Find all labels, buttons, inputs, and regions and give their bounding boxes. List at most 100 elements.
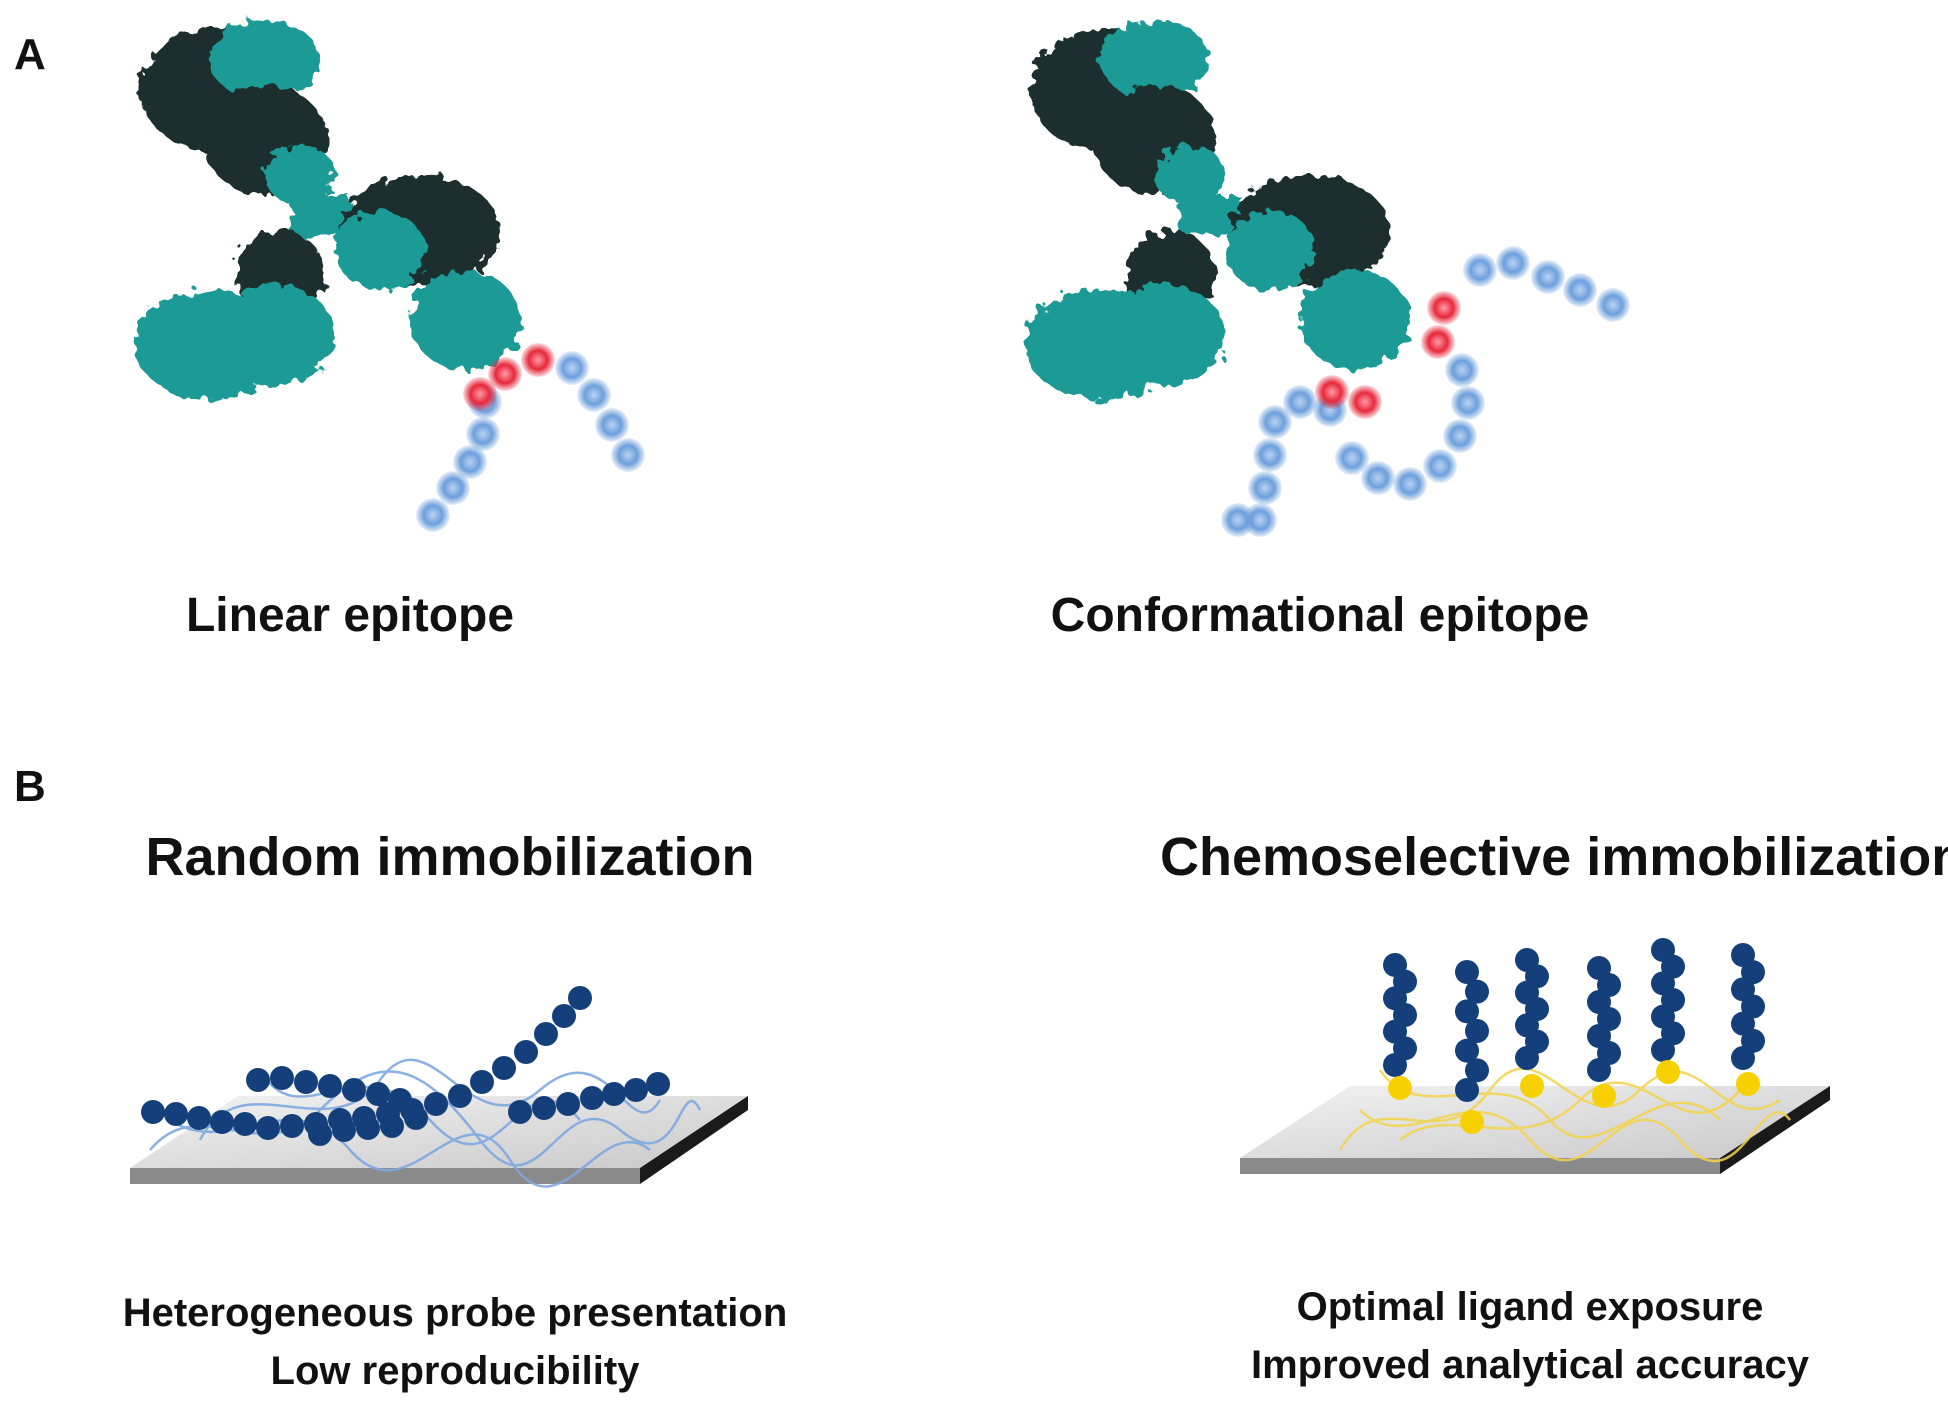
antibody-left <box>135 20 520 400</box>
note-improved-accuracy: Improved analytical accuracy <box>1250 1343 1810 1387</box>
anchor-bead <box>1388 1076 1412 1100</box>
random-immobilization-notes: Heterogeneous probe presentation Low rep… <box>40 1284 870 1400</box>
probe-bead <box>256 1116 280 1140</box>
note-heterogeneous-presentation: Heterogeneous probe presentation <box>122 1291 788 1335</box>
probe-bead <box>210 1110 234 1134</box>
probe-bead <box>424 1092 448 1116</box>
probe-bead <box>356 1116 380 1140</box>
peptide-bead <box>1443 419 1477 453</box>
peptide-bead <box>1531 260 1565 294</box>
peptide-bead <box>1451 386 1485 420</box>
epitope-bead-chains <box>416 246 1630 537</box>
probe-bead <box>580 1086 604 1110</box>
probe-bead <box>1465 1019 1489 1043</box>
peptide-bead <box>436 471 470 505</box>
anchor-bead <box>1520 1074 1544 1098</box>
peptide-bead <box>1361 461 1395 495</box>
probe-bead <box>602 1082 626 1106</box>
probe-bead <box>280 1114 304 1138</box>
probe-bead <box>187 1106 211 1130</box>
probe-bead <box>308 1122 332 1146</box>
peptide-bead <box>1596 288 1630 322</box>
random-immobilization-title: Random immobilization <box>145 827 755 887</box>
peptide-bead <box>1248 471 1282 505</box>
probe-bead <box>270 1066 294 1090</box>
probe-bead <box>380 1114 404 1138</box>
epitope-bead <box>463 377 497 411</box>
peptide-bead <box>466 417 500 451</box>
anchor-bead <box>1460 1110 1484 1134</box>
probe-bead <box>1731 1046 1755 1070</box>
probe-bead <box>568 986 592 1010</box>
anchor-bead <box>1592 1084 1616 1108</box>
probe-bead <box>366 1082 390 1106</box>
probe-bead <box>246 1068 270 1092</box>
peptide-bead <box>1423 449 1457 483</box>
epitope-bead <box>1315 375 1349 409</box>
probe-bead <box>646 1072 670 1096</box>
probe-bead <box>1455 999 1479 1024</box>
anchor-bead <box>1736 1072 1760 1096</box>
surface-right <box>1240 1086 1830 1174</box>
probe-bead <box>164 1102 188 1126</box>
conformational-epitope-caption: Conformational epitope <box>1050 589 1590 642</box>
peptide-bead <box>1563 273 1597 307</box>
probe-bead <box>470 1070 494 1094</box>
probe-bead <box>1455 1038 1479 1063</box>
probe-bead <box>508 1100 532 1124</box>
probe-bead <box>404 1106 428 1130</box>
probe-bead <box>448 1084 472 1108</box>
peptide-bead <box>1496 246 1530 280</box>
epitope-bead <box>1421 325 1455 359</box>
peptide-bead <box>1445 353 1479 387</box>
peptide-bead <box>453 445 487 479</box>
probe-bead <box>552 1004 576 1028</box>
note-optimal-ligand-exposure: Optimal ligand exposure <box>1296 1285 1764 1329</box>
probe-bead <box>534 1022 558 1046</box>
probe-bead <box>624 1078 648 1102</box>
surface-left <box>130 1096 748 1184</box>
peptide-bead <box>1253 438 1287 472</box>
peptide-bead <box>611 438 645 472</box>
peptide-bead <box>1393 467 1427 501</box>
epitope-bead <box>1427 291 1461 325</box>
note-low-reproducibility: Low reproducibility <box>270 1349 640 1393</box>
probe-bead <box>294 1070 318 1094</box>
probe-bead <box>141 1100 165 1124</box>
probe-bead <box>532 1096 556 1120</box>
peptide-bead <box>416 498 450 532</box>
panel-a-label: A <box>14 30 46 79</box>
probe-bead <box>1651 1038 1675 1062</box>
probe-bead <box>1587 1058 1611 1082</box>
probe-bead <box>556 1092 580 1116</box>
peptide-bead <box>1221 503 1255 537</box>
probe-bead <box>514 1040 538 1064</box>
peptide-bead <box>1335 441 1369 475</box>
peptide-bead <box>595 408 629 442</box>
oriented-probe-chains <box>1383 938 1765 1134</box>
peptide-bead <box>577 378 611 412</box>
linear-epitope-caption: Linear epitope <box>185 589 515 642</box>
peptide-bead <box>555 351 589 385</box>
probe-bead <box>1465 979 1489 1004</box>
probe-bead <box>1383 1053 1407 1077</box>
epitope-bead <box>488 357 522 391</box>
chemoselective-linker-tangle <box>1338 1067 1791 1163</box>
random-probe-chains <box>141 986 670 1146</box>
probe-bead <box>1515 1046 1539 1070</box>
peptide-bead <box>1258 405 1292 439</box>
probe-bead <box>1455 960 1479 984</box>
probe-bead <box>1465 1058 1489 1083</box>
probe-bead <box>318 1074 342 1098</box>
peptide-bead <box>1463 253 1497 287</box>
epitope-bead <box>521 343 555 377</box>
peptide-bead <box>1283 385 1317 419</box>
epitope-bead <box>1348 385 1382 419</box>
probe-bead <box>342 1078 366 1102</box>
probe-bead <box>492 1056 516 1080</box>
probe-bead <box>388 1088 412 1112</box>
chemoselective-immobilization-notes: Optimal ligand exposure Improved analyti… <box>1180 1278 1880 1394</box>
anchor-bead <box>1656 1060 1680 1084</box>
probe-bead <box>233 1112 257 1136</box>
